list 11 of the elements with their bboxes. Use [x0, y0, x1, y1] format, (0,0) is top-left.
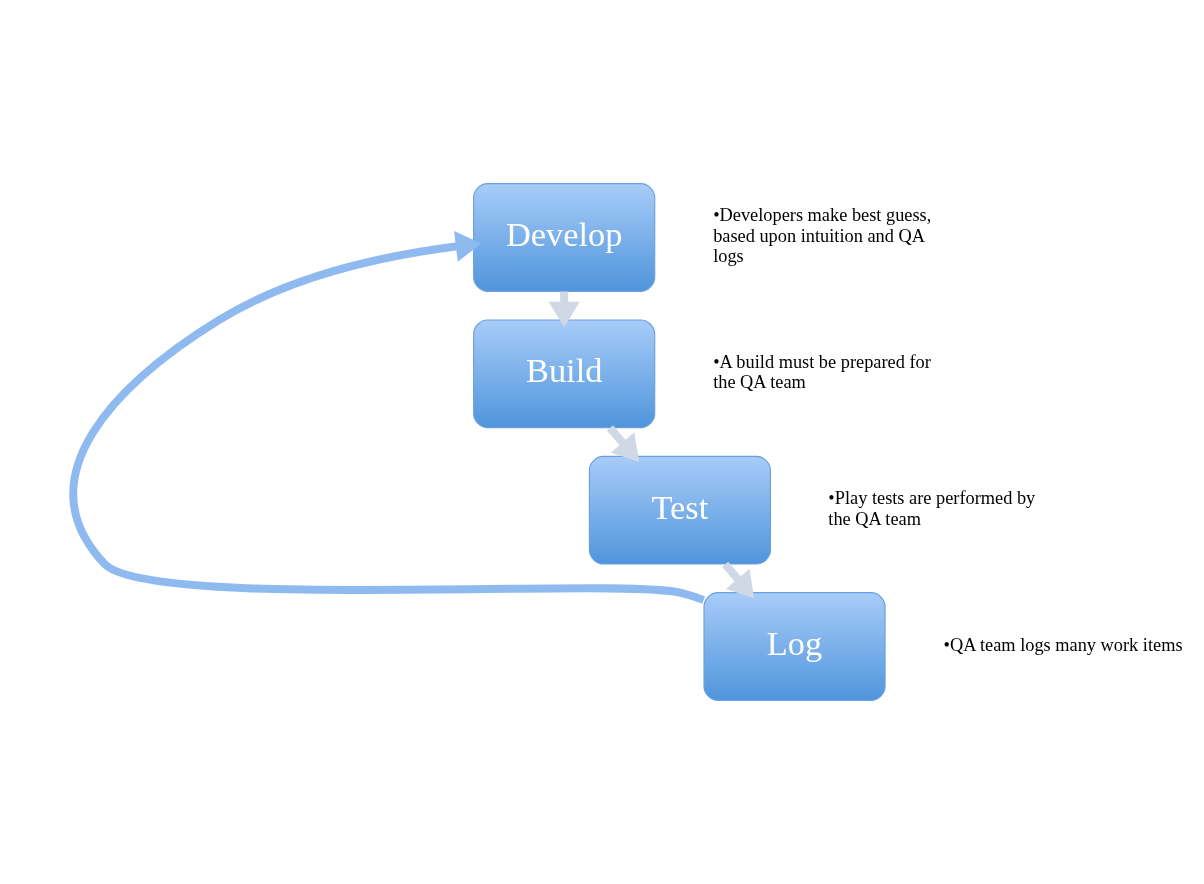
node-label: •Developers make best guess, based upon intuition and QA logs — [713, 205, 932, 267]
node-box: Build — [473, 319, 656, 429]
arrow — [69, 230, 705, 604]
node-label: •A build must be prepared for the QA team — [713, 351, 931, 393]
node-box: Develop — [473, 183, 656, 292]
node-label: •Play tests are performed by the QA team — [828, 488, 1036, 529]
node-box: Log — [703, 592, 886, 701]
node-box: Test — [588, 455, 772, 565]
arrow — [606, 425, 640, 462]
node-label: •QA team logs many work items — [943, 634, 1183, 655]
arrow — [722, 561, 755, 599]
